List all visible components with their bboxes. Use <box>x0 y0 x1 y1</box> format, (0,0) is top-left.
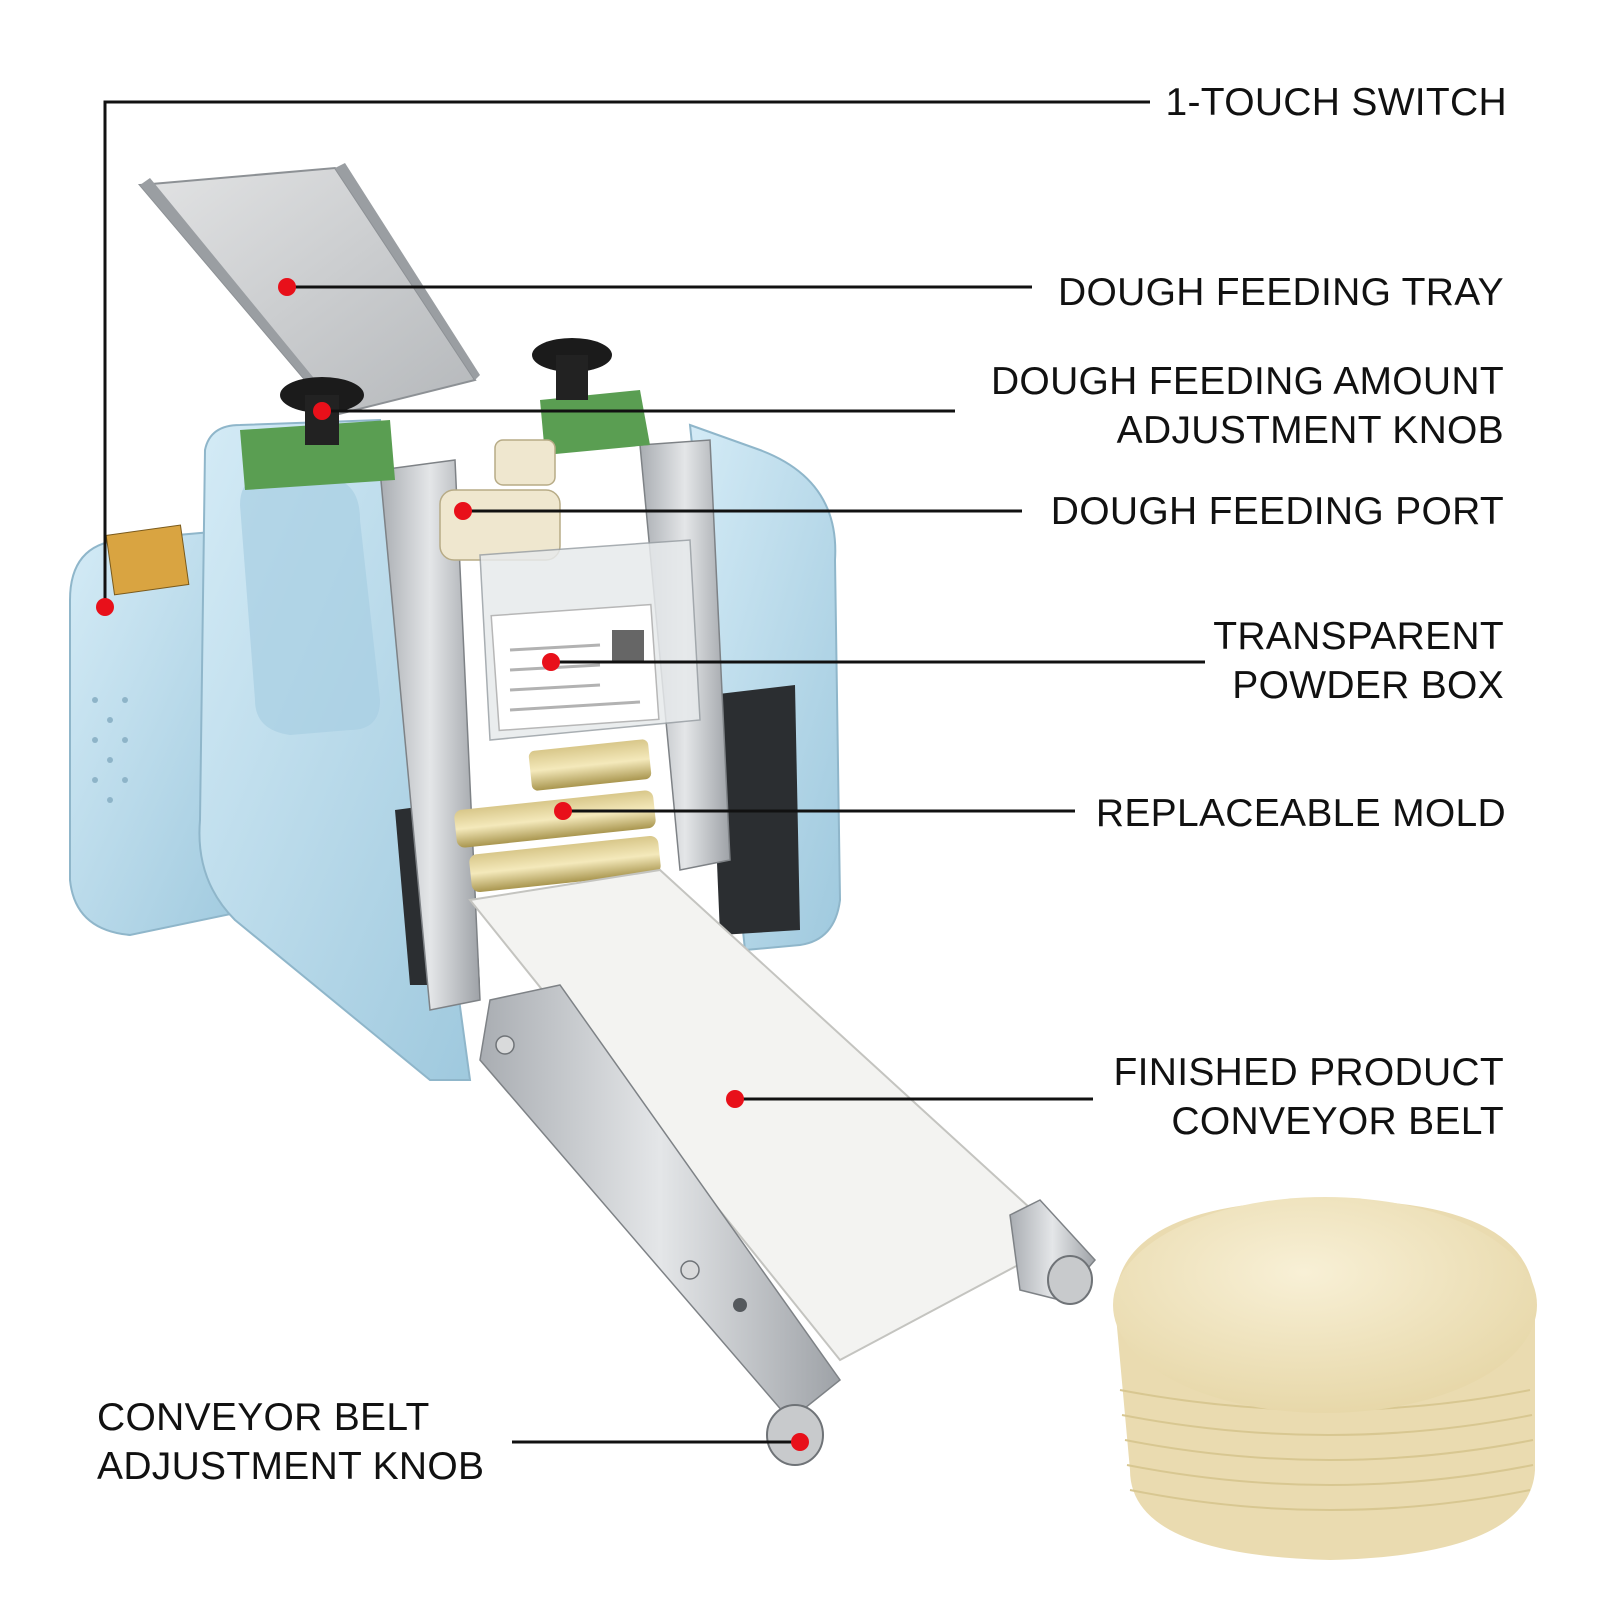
dot-conveyor-belt <box>726 1090 744 1108</box>
label-line: REPLACEABLE MOLD <box>1095 792 1506 835</box>
label-line: CONVEYOR BELT <box>1171 1100 1504 1143</box>
label-line: 1-TOUCH SWITCH <box>1165 81 1507 124</box>
label-conveyor-belt: FINISHED PRODUCT CONVEYOR BELT <box>1114 1048 1504 1146</box>
dot-belt-knob <box>791 1433 809 1451</box>
label-line: ADJUSTMENT KNOB <box>97 1445 485 1488</box>
dough-feeding-tray-shape <box>137 163 480 417</box>
label-dough-feeding-port: DOUGH FEEDING PORT <box>1051 487 1504 536</box>
dot-feeding-knob <box>313 402 331 420</box>
label-one-touch-switch: 1-TOUCH SWITCH <box>1166 78 1507 127</box>
label-feeding-amount-knob: DOUGH FEEDING AMOUNT ADJUSTMENT KNOB <box>991 357 1504 455</box>
marker-dots <box>96 278 809 1451</box>
knob-shapes <box>280 338 1093 1466</box>
label-line: FINISHED PRODUCT <box>1113 1051 1504 1094</box>
dough-wrappers <box>1113 1197 1537 1560</box>
leader-one-touch-switch <box>103 100 1150 607</box>
powder-box-shape <box>479 539 701 741</box>
dot-feeding-tray <box>278 278 296 296</box>
label-line: CONVEYOR BELT <box>97 1396 430 1439</box>
label-line: DOUGH FEEDING AMOUNT <box>990 360 1504 403</box>
dot-mold <box>554 802 572 820</box>
label-line: DOUGH FEEDING PORT <box>1050 490 1504 533</box>
label-line: ADJUSTMENT KNOB <box>1116 409 1504 452</box>
leader-lines <box>103 100 1205 1444</box>
label-line: DOUGH FEEDING TRAY <box>1058 271 1504 314</box>
label-belt-adjust-knob: CONVEYOR BELT ADJUSTMENT KNOB <box>97 1393 484 1491</box>
conveyor-belt-shape <box>468 868 1097 1422</box>
label-powder-box: TRANSPARENT POWDER BOX <box>1213 612 1504 710</box>
label-dough-feeding-tray: DOUGH FEEDING TRAY <box>1058 268 1504 317</box>
dot-one-touch-switch <box>96 598 114 616</box>
label-replaceable-mold: REPLACEABLE MOLD <box>1096 789 1506 838</box>
dot-feeding-port <box>454 502 472 520</box>
dough-feeding-port-shape <box>439 439 561 561</box>
label-line: POWDER BOX <box>1232 664 1504 707</box>
label-line: TRANSPARENT <box>1213 615 1504 658</box>
dot-powder-box <box>542 653 560 671</box>
